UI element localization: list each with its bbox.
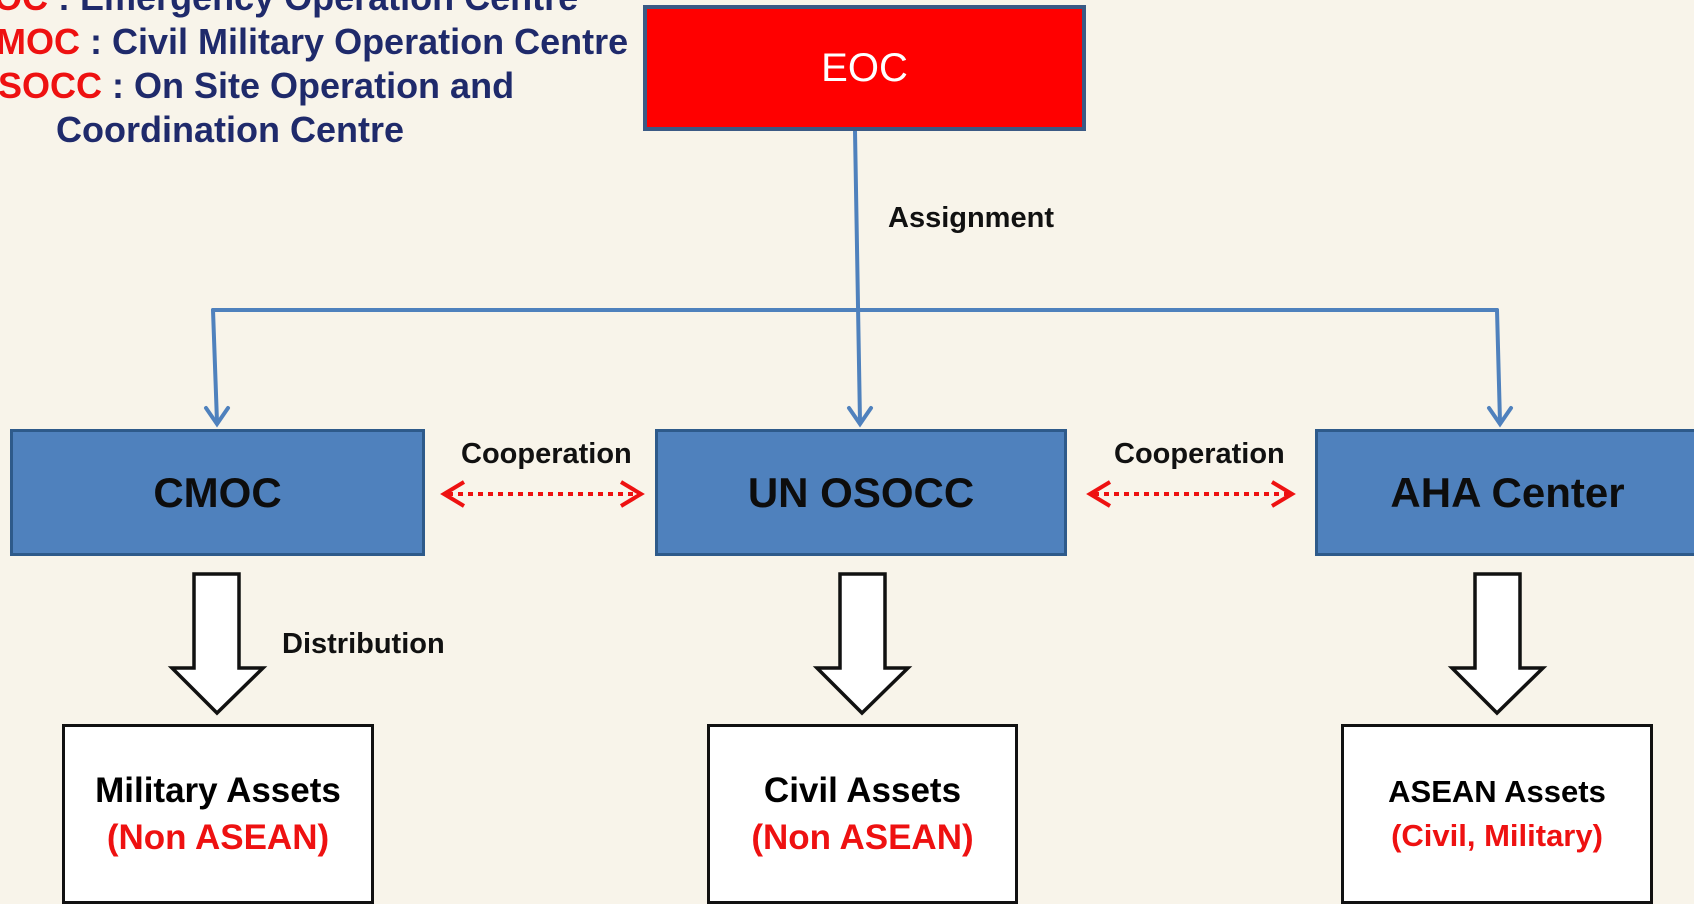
legend-row-osocc: OSOCC : On Site Operation and bbox=[0, 64, 628, 108]
edge-label-cooperation-right: Cooperation bbox=[1114, 438, 1285, 470]
node-aha-center: AHA Center bbox=[1315, 429, 1694, 556]
legend-text: On Site Operation and bbox=[134, 65, 515, 106]
legend-row-cmoc: CMOC : Civil Military Operation Centre bbox=[0, 20, 628, 64]
legend-sep: : bbox=[48, 0, 80, 18]
edge-label-assignment: Assignment bbox=[888, 202, 1054, 234]
asset-subtitle: (Non ASEAN) bbox=[751, 818, 974, 857]
asset-asean: ASEAN Assets (Civil, Military) bbox=[1341, 724, 1653, 904]
legend: EOC : Emergency Operation Centre CMOC : … bbox=[0, 0, 628, 152]
node-eoc: EOC bbox=[643, 5, 1086, 131]
legend-abbr: EOC bbox=[0, 0, 48, 18]
edge-label-cooperation-left: Cooperation bbox=[461, 438, 632, 470]
legend-row-eoc: EOC : Emergency Operation Centre bbox=[0, 0, 628, 20]
asset-subtitle: (Non ASEAN) bbox=[106, 818, 330, 857]
legend-sep: : bbox=[102, 65, 135, 106]
asset-subtitle: (Civil, Military) bbox=[1391, 818, 1603, 853]
legend-abbr: OSOCC bbox=[0, 65, 103, 106]
node-cmoc: CMOC bbox=[10, 429, 425, 556]
legend-text: Civil Military Operation Centre bbox=[112, 21, 629, 62]
asset-civil: Civil Assets (Non ASEAN) bbox=[707, 724, 1018, 904]
asset-title: ASEAN Assets bbox=[1388, 774, 1606, 809]
legend-text: Coordination Centre bbox=[56, 109, 404, 150]
node-un-osocc: UN OSOCC bbox=[655, 429, 1067, 556]
legend-sep: : bbox=[80, 21, 112, 62]
edge-label-distribution: Distribution bbox=[282, 628, 445, 660]
legend-abbr: CMOC bbox=[0, 21, 80, 62]
asset-title: Civil Assets bbox=[763, 771, 962, 810]
legend-row-continuation: Coordination Centre bbox=[0, 108, 628, 152]
asset-title: Military Assets bbox=[95, 771, 341, 810]
legend-text: Emergency Operation Centre bbox=[80, 0, 578, 18]
asset-military: Military Assets (Non ASEAN) bbox=[62, 724, 374, 904]
